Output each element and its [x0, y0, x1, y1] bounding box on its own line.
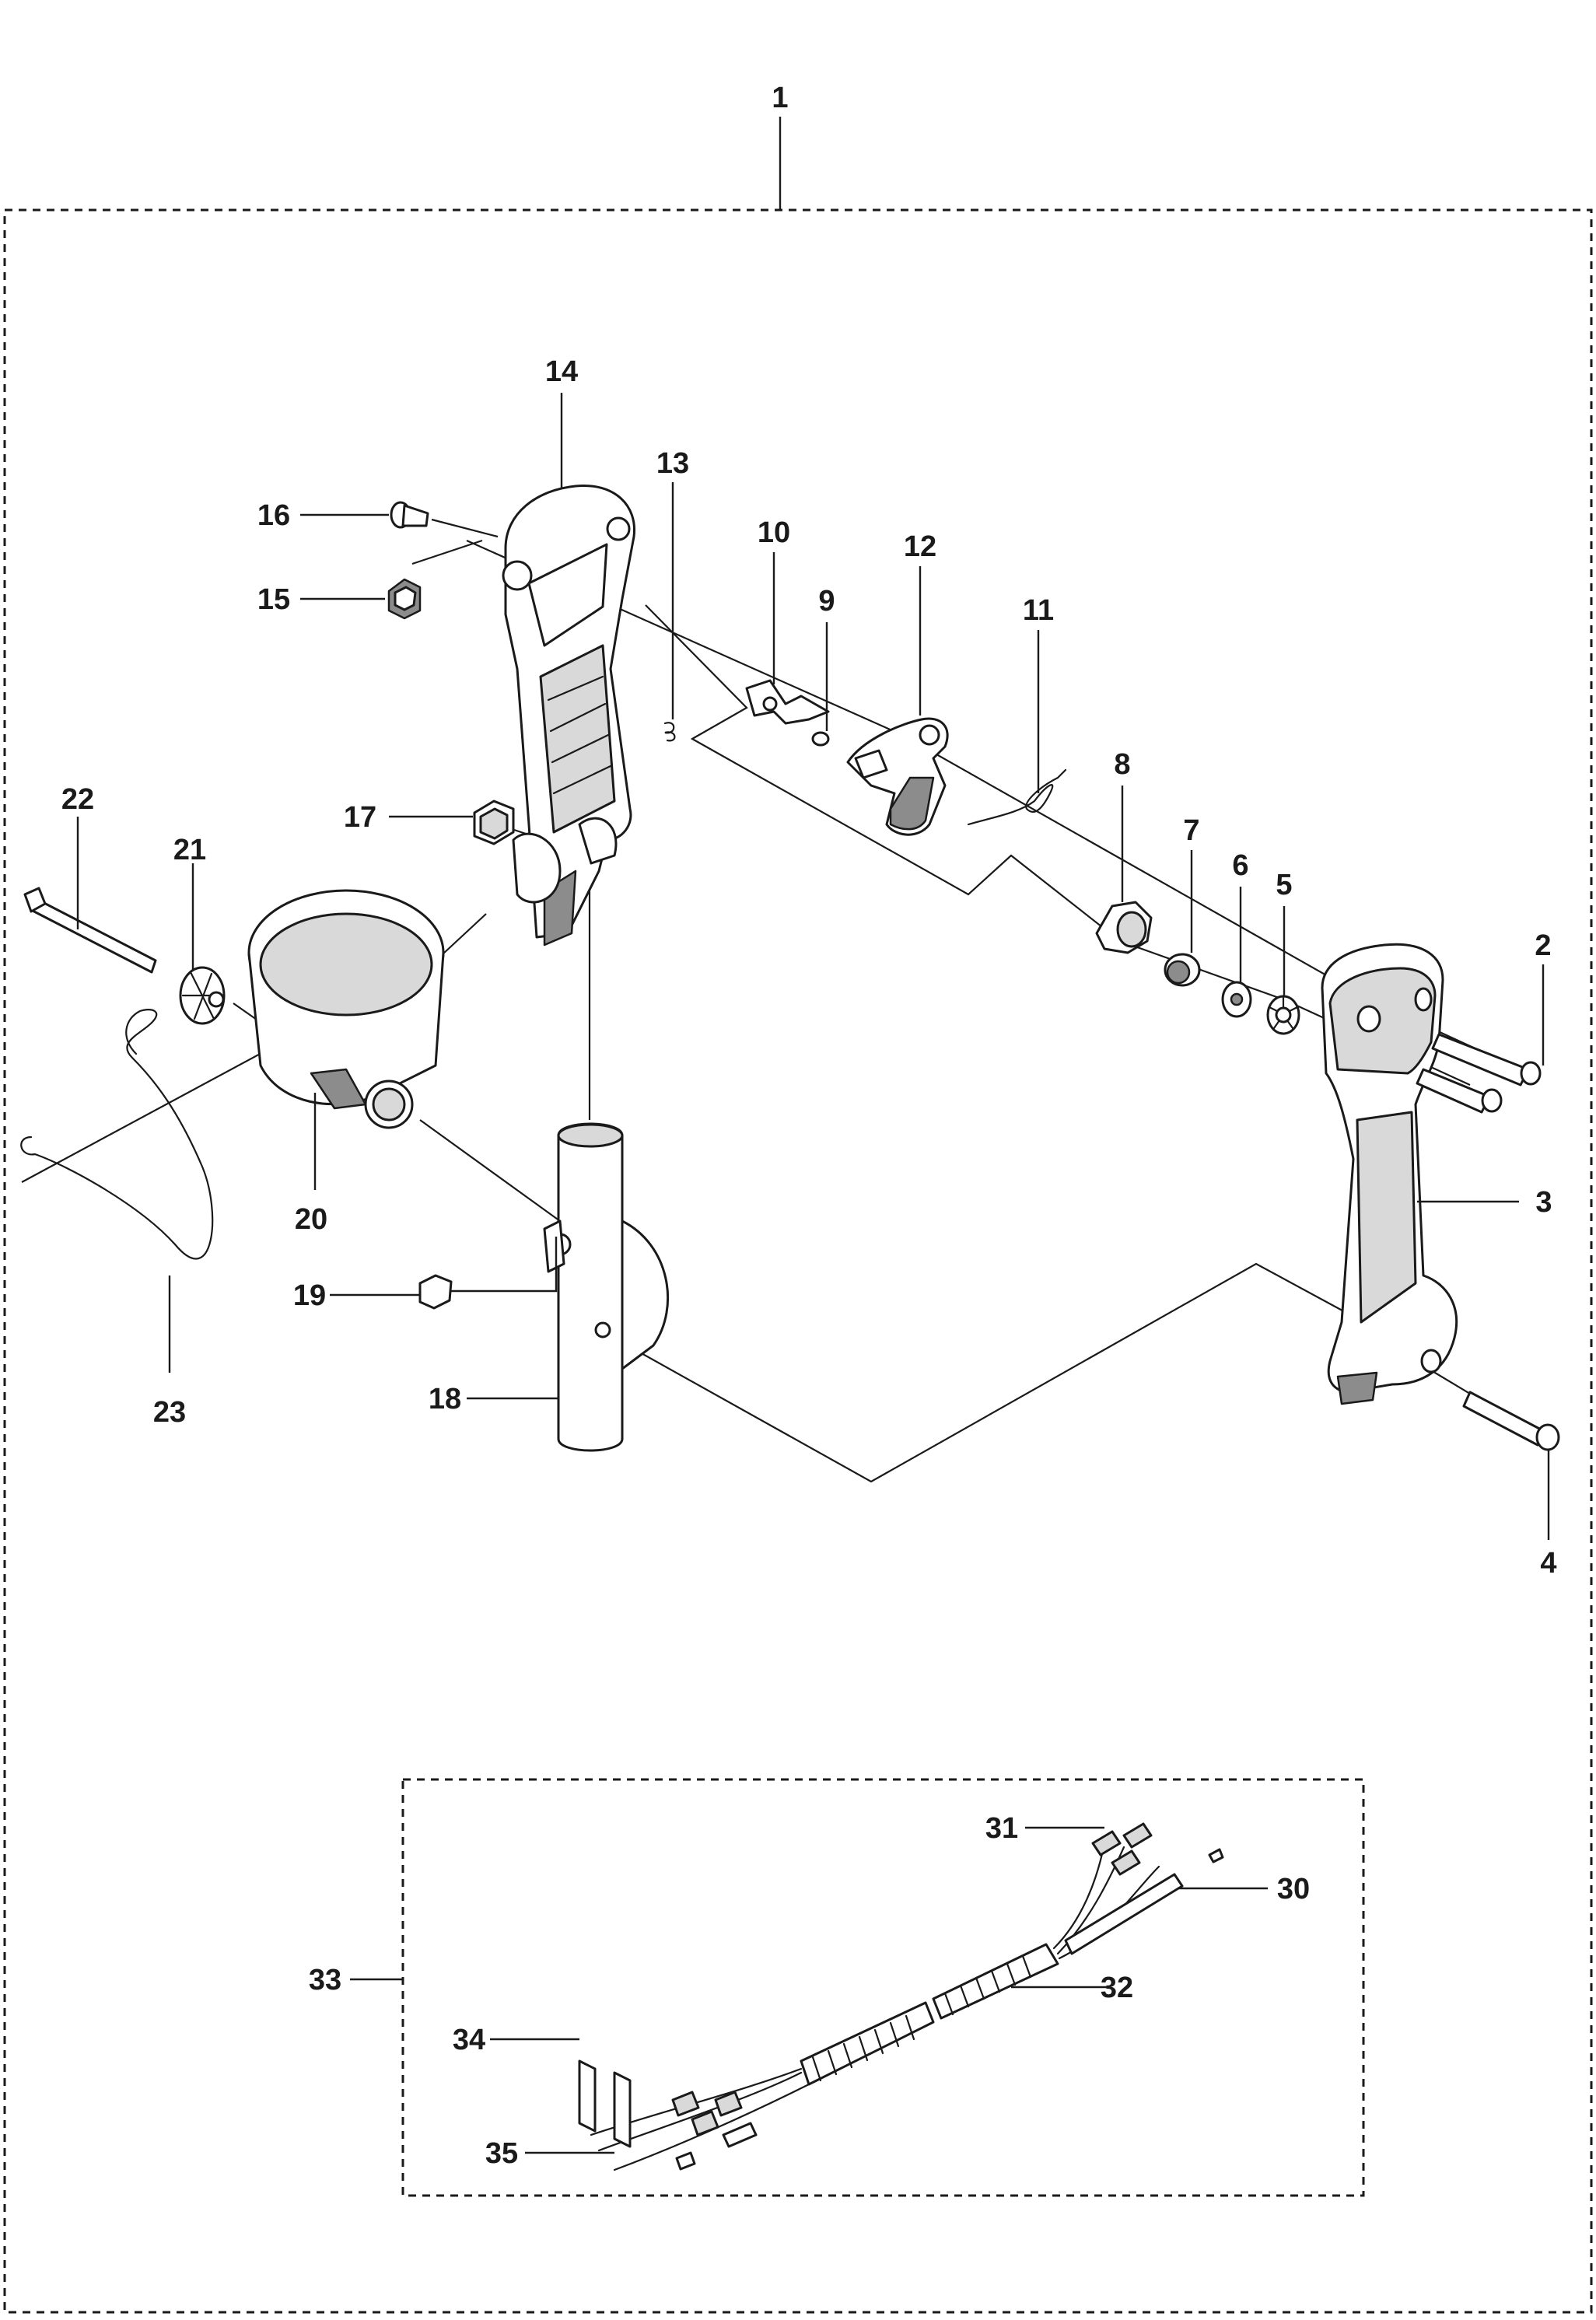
callout-2: 2 — [1535, 929, 1551, 962]
bolt-22 — [23, 887, 157, 974]
callout-15: 15 — [257, 583, 290, 616]
callout-22: 22 — [61, 783, 94, 816]
nut-19 — [418, 1274, 453, 1310]
callout-11: 11 — [1023, 594, 1054, 627]
assembly-axis-lines — [21, 518, 1533, 1483]
handle-tube-18 — [543, 1122, 670, 1452]
knob-21 — [179, 966, 226, 1025]
washer-6 — [1221, 981, 1252, 1018]
callout-7: 7 — [1183, 814, 1199, 847]
wire-harness-33-boundary — [401, 1778, 1365, 2197]
callout-32: 32 — [1101, 1972, 1133, 2004]
clamp-ring-20 — [247, 889, 445, 1129]
callout-labels: 1 2 3 4 5 6 7 8 9 10 11 12 13 14 15 16 1… — [61, 82, 1557, 2170]
assembly-1-boundary — [3, 208, 1593, 2314]
sleeve-7 — [1164, 953, 1201, 987]
spring-13 — [663, 722, 676, 742]
callout-3: 3 — [1535, 1186, 1552, 1219]
callout-30: 30 — [1277, 1873, 1310, 1905]
pin-9 — [811, 731, 830, 747]
screws-2 — [1416, 1033, 1542, 1114]
lever-10 — [745, 679, 830, 725]
callout-18: 18 — [429, 1383, 461, 1415]
callout-14: 14 — [545, 355, 578, 388]
grip-handle-3 — [1321, 943, 1458, 1405]
callout-1: 1 — [772, 82, 788, 114]
callout-leader-lines — [76, 117, 1550, 2154]
callout-13: 13 — [656, 447, 689, 480]
callout-35: 35 — [485, 2137, 518, 2170]
torsion-spring-11 — [967, 768, 1067, 826]
callout-34: 34 — [453, 2024, 485, 2056]
throttle-trigger-12 — [846, 717, 949, 836]
callout-33: 33 — [309, 1964, 341, 1996]
bushing-8 — [1095, 901, 1153, 954]
callout-12: 12 — [904, 530, 936, 563]
nut-17 — [473, 800, 515, 845]
callout-21: 21 — [173, 834, 206, 866]
wire-loop-23 — [20, 1009, 214, 1260]
callout-17: 17 — [344, 801, 376, 834]
screw-4 — [1462, 1391, 1560, 1451]
callout-4: 4 — [1540, 1547, 1556, 1580]
star-washer-5 — [1266, 995, 1300, 1035]
callout-20: 20 — [295, 1203, 327, 1236]
callout-23: 23 — [153, 1396, 186, 1429]
callout-16: 16 — [257, 499, 290, 532]
wire-harness-33 — [578, 1822, 1224, 2171]
handle-housing-14 — [502, 484, 636, 947]
callout-31: 31 — [985, 1812, 1018, 1845]
callout-19: 19 — [293, 1279, 326, 1312]
callout-10: 10 — [758, 516, 790, 549]
callout-8: 8 — [1114, 748, 1130, 781]
callout-5: 5 — [1276, 869, 1292, 901]
callout-6: 6 — [1232, 849, 1248, 882]
screw-16 — [390, 501, 429, 529]
nut-15 — [387, 578, 422, 620]
callout-9: 9 — [818, 585, 835, 618]
